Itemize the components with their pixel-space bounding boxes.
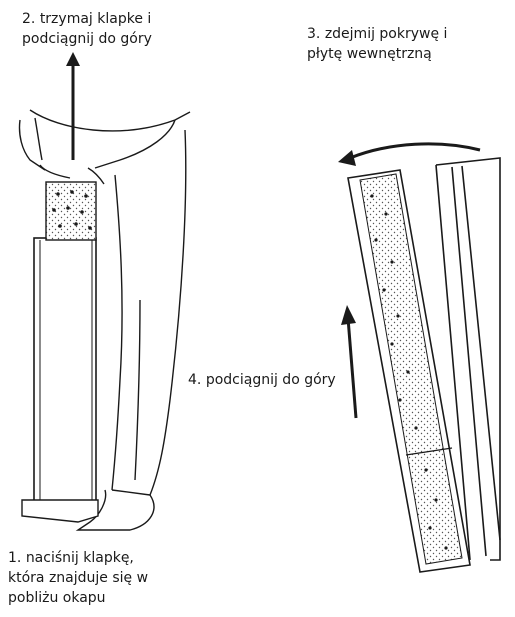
step-3-line-2: płytę wewnętrzną xyxy=(307,44,447,64)
arrow-up-icon xyxy=(66,52,80,160)
step-2-line-2: podciągnij do góry xyxy=(22,29,152,49)
step-4-caption: 4. podciągnij do góry xyxy=(188,370,336,390)
step-2-caption: 2. trzymaj klapke i podciągnij do góry xyxy=(22,9,152,49)
arrow-up-small-icon xyxy=(341,305,356,418)
step-3-caption: 3. zdejmij pokrywę i płytę wewnętrzną xyxy=(307,24,447,64)
step-1-caption: 1. naciśnij klapkę, która znajduje się w… xyxy=(8,548,148,608)
hood-chimney xyxy=(22,182,98,522)
step-1-line-3: pobliżu okapu xyxy=(8,588,148,608)
step-1-line-2: która znajduje się w xyxy=(8,568,148,588)
step-4-line-1: 4. podciągnij do góry xyxy=(188,370,336,390)
step-2-line-1: 2. trzymaj klapke i xyxy=(22,9,152,29)
inner-plate xyxy=(348,170,470,572)
step-3-line-1: 3. zdejmij pokrywę i xyxy=(307,24,447,44)
step-1-line-1: 1. naciśnij klapkę, xyxy=(8,548,148,568)
